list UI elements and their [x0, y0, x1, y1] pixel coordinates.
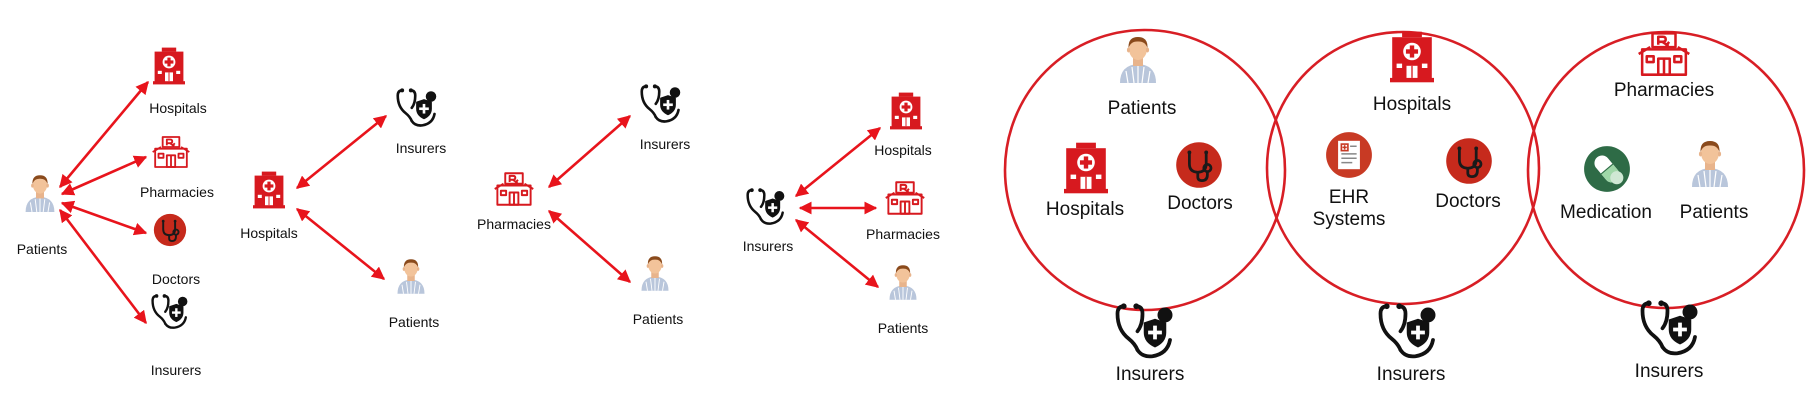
hospital-icon	[1064, 142, 1108, 194]
node-label-pharmacies: Pharmacies	[477, 216, 551, 232]
hospital-icon	[153, 47, 185, 85]
circle-label-insurers: Insurers	[1376, 364, 1446, 385]
panel-pharmacies-hub	[493, 83, 682, 292]
arrow-pharmacies-insurers	[548, 115, 631, 188]
circle-label-insurers: Insurers	[1115, 364, 1185, 385]
node-label-insurers: Insurers	[395, 140, 447, 156]
node-label-insurers: Insurers	[639, 136, 691, 152]
insurer-stethoscope-shield-icon	[1378, 301, 1438, 359]
node-label-patients: Patients	[16, 241, 68, 257]
arrows-insurers-hub	[794, 126, 882, 289]
node-label-pharmacies: Pharmacies	[866, 226, 940, 242]
doctor-stethoscope-icon	[153, 213, 187, 247]
node-label-hospitals: Hospitals	[240, 225, 298, 241]
node-label-patients: Patients	[632, 311, 684, 327]
arrow-patients-hospitals	[59, 81, 149, 188]
circle-label-patients: Patients	[1107, 98, 1177, 119]
circle-label-pharmacies: Pharmacies	[1613, 80, 1715, 101]
arrow-patients-insurers	[58, 208, 148, 325]
hospital-icon	[890, 92, 922, 130]
patient-avatar-icon	[1119, 36, 1157, 84]
node-label-hospitals: Hospitals	[149, 100, 207, 116]
circle-label-doctors: Doctors	[1167, 193, 1233, 214]
patient-avatar-icon	[641, 255, 669, 292]
patient-avatar-icon	[1691, 140, 1729, 188]
arrow-hospitals-insurers	[295, 114, 388, 190]
insurer-stethoscope-shield-icon	[1115, 301, 1175, 359]
patient-avatar-icon	[889, 264, 917, 301]
medication-pill-icon	[1583, 145, 1631, 193]
arrows-pharmacies-hub	[548, 115, 631, 283]
arrow-pharmacies-patients	[548, 210, 631, 283]
node-label-pharmacies: Pharmacies	[140, 184, 214, 200]
pharmacy-icon	[1637, 32, 1691, 76]
circle-label-insurers: Insurers	[1634, 361, 1704, 382]
node-label-insurers: Insurers	[150, 362, 202, 378]
arrow-insurers-patients	[794, 218, 880, 289]
arrows-hospitals-hub	[295, 114, 388, 281]
panel-insurers-hub	[746, 92, 926, 301]
ehr-document-icon	[1325, 131, 1373, 179]
doctor-stethoscope-icon	[1175, 141, 1223, 189]
insurer-stethoscope-shield-icon	[640, 83, 682, 123]
insurer-stethoscope-shield-icon	[746, 187, 786, 225]
pharmacy-icon	[493, 172, 535, 206]
arrow-patients-pharmacies	[60, 155, 148, 196]
circle-label-hospitals: Hospitals	[1372, 94, 1452, 115]
insurer-stethoscope-shield-icon	[151, 292, 189, 329]
pharmacy-icon	[151, 136, 191, 168]
node-label-doctors: Doctors	[151, 271, 201, 287]
doctor-stethoscope-icon	[1445, 137, 1493, 185]
circle-pharmacies-medication-patients	[1526, 30, 1806, 310]
panel-hospitals-hub	[253, 87, 438, 295]
circle-label-doctors: Doctors	[1435, 191, 1501, 212]
patient-avatar-icon	[397, 258, 425, 295]
arrow-hospitals-patients	[295, 207, 386, 281]
node-label-insurers: Insurers	[742, 238, 794, 254]
arrows-patients-hub	[58, 81, 149, 325]
node-label-patients: Patients	[877, 320, 929, 336]
circle-label-medication: Medication	[1560, 202, 1652, 223]
circle-label-ehr-systems: EHR Systems	[1312, 187, 1386, 230]
insurer-stethoscope-shield-icon	[396, 87, 438, 127]
circle-label-patients: Patients	[1679, 202, 1749, 223]
circle-label-hospitals: Hospitals	[1045, 199, 1125, 220]
hospital-icon	[1390, 31, 1434, 83]
patient-avatar-icon	[25, 174, 55, 212]
node-label-hospitals: Hospitals	[874, 142, 932, 158]
node-label-patients: Patients	[388, 314, 440, 330]
arrow-insurers-hospitals	[794, 126, 882, 198]
pharmacy-icon	[884, 181, 926, 215]
circle-patients-hospitals-doctors	[1003, 28, 1287, 312]
hospital-icon	[253, 171, 285, 209]
